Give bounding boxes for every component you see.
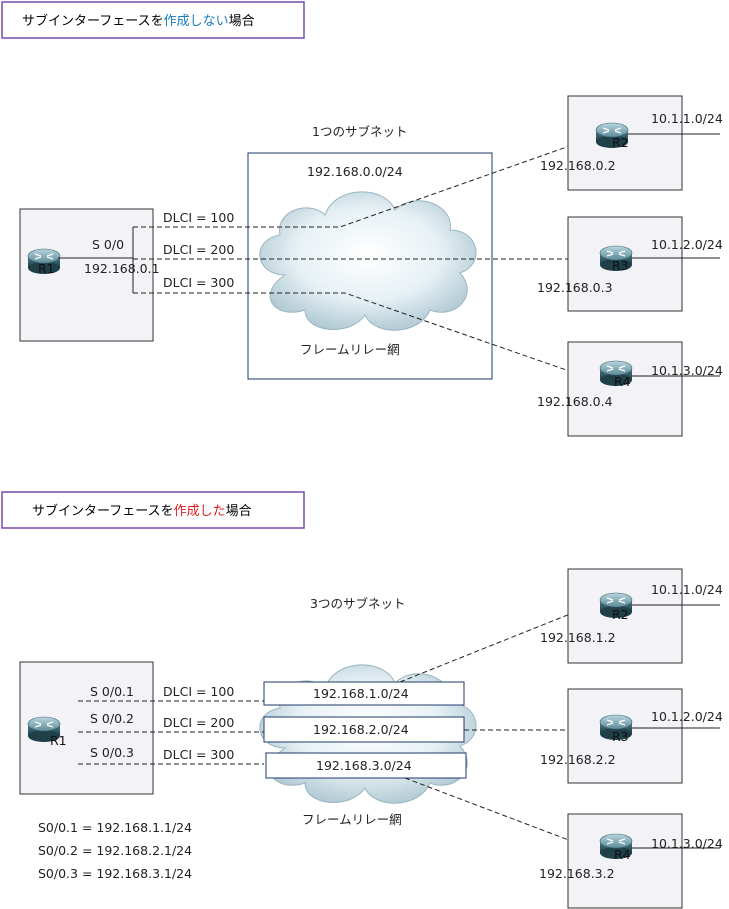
section-1-subnet-caption: 1つのサブネット xyxy=(312,124,407,139)
section-1-r2-lan: 10.1.1.0/24 xyxy=(651,111,723,126)
subnet-box-3 xyxy=(265,752,467,779)
section-2-dlci-100: DLCI = 100 xyxy=(163,684,234,699)
section-2-r1-name: R1 xyxy=(50,733,67,748)
section-2-r2-lan: 10.1.1.0/24 xyxy=(651,582,723,597)
section-1-r4-lan: 10.1.3.0/24 xyxy=(651,363,723,378)
subnet-label-3: 192.168.3.0/24 xyxy=(316,758,412,773)
section-2-dlci-300: DLCI = 300 xyxy=(163,747,234,762)
section-1-r3-ip: 192.168.0.3 xyxy=(537,280,613,295)
section-2-r2-name: R2 xyxy=(612,607,629,622)
section-2-r4-ip: 192.168.3.2 xyxy=(539,866,615,881)
section-1-dlci-200: DLCI = 200 xyxy=(163,242,234,257)
section-1-r3-name: R3 xyxy=(612,258,629,273)
assignment-2: S0/0.2 = 192.168.2.1/24 xyxy=(38,843,192,858)
subnet-label-1: 192.168.1.0/24 xyxy=(313,686,409,701)
pvc-line-2-r4-b xyxy=(404,777,596,851)
section-2-r3-name: R3 xyxy=(612,729,629,744)
section-2-r4-lan: 10.1.3.0/24 xyxy=(651,836,723,851)
section-2-subnet-caption: 3つのサブネット xyxy=(310,596,405,611)
section-2-r1-port-1: S 0/0.1 xyxy=(90,684,134,699)
section-1-r4-name: R4 xyxy=(614,374,631,389)
section-1-title: サブインターフェースを作成しない場合 xyxy=(22,13,255,29)
section-1: サブインターフェースを作成しない場合 1つのサブネット 192.168.0.0/… xyxy=(1,1,723,437)
subnet-box-2 xyxy=(263,716,465,743)
assignment-1: S0/0.1 = 192.168.1.1/24 xyxy=(38,820,192,835)
section-1-r1-ip: 192.168.0.1 xyxy=(84,261,160,276)
pvc-line-r2 xyxy=(133,136,596,228)
section-1-r2-name: R2 xyxy=(612,135,629,150)
section-1-r4-ip: 192.168.0.4 xyxy=(537,394,613,409)
subnet-label-2: 192.168.2.0/24 xyxy=(313,722,409,737)
section-1-r4-box xyxy=(567,341,683,437)
section-2-r4-box xyxy=(567,813,683,909)
section-2-r3-lan: 10.1.2.0/24 xyxy=(651,709,723,724)
section-2-r3-ip: 192.168.2.2 xyxy=(540,752,616,767)
section-2-r2-ip: 192.168.1.2 xyxy=(540,630,616,645)
section-1-cloud-label: フレームリレー網 xyxy=(300,342,400,357)
section-1-r3-lan: 10.1.2.0/24 xyxy=(651,237,723,252)
section-2-r4-name: R4 xyxy=(614,847,631,862)
section-1-r1-box xyxy=(19,208,154,342)
section-1-r2-ip: 192.168.0.2 xyxy=(540,158,616,173)
assignment-3: S0/0.3 = 192.168.3.1/24 xyxy=(38,866,192,881)
section-1-title-box xyxy=(1,1,305,39)
section-1-r1-name: R1 xyxy=(38,261,55,276)
section-2-dlci-200: DLCI = 200 xyxy=(163,715,234,730)
section-2-r1-port-3: S 0/0.3 xyxy=(90,745,134,760)
section-1-r1-port: S 0/0 xyxy=(92,237,124,252)
section-2-r1-port-2: S 0/0.2 xyxy=(90,711,134,726)
frame-relay-cloud-1 xyxy=(259,191,477,331)
section-1-network-label: 192.168.0.0/24 xyxy=(307,164,403,179)
subnet-box-1 xyxy=(263,681,465,706)
section-2-cloud-label: フレームリレー網 xyxy=(302,812,402,827)
section-2-title-box xyxy=(1,491,305,529)
section-1-dlci-100: DLCI = 100 xyxy=(163,210,234,225)
pvc-line-2-r2-b xyxy=(399,603,596,683)
pvc-line-r4 xyxy=(133,292,596,381)
section-2-title: サブインターフェースを作成した場合 xyxy=(32,503,252,519)
section-2: サブインターフェースを作成した場合 3つのサブネット フレームリレー網 R1 S… xyxy=(1,491,723,909)
section-1-dlci-300: DLCI = 300 xyxy=(163,275,234,290)
